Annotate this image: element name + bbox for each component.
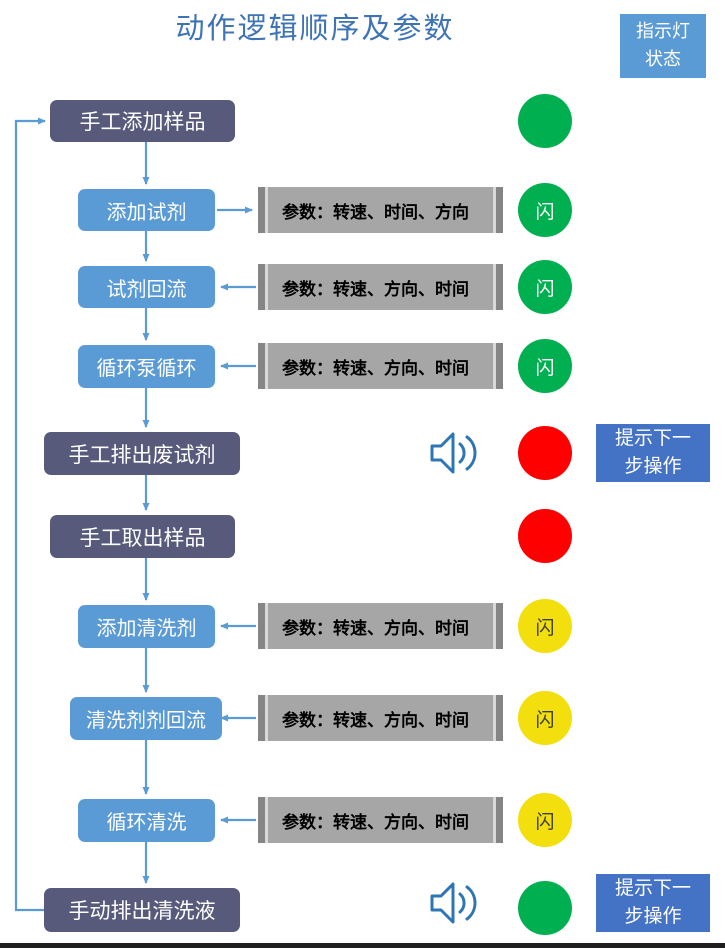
step-label: 手动排出清洗液 <box>68 899 216 923</box>
step-label: 试剂回流 <box>106 278 187 301</box>
speaker-icon <box>430 432 477 474</box>
flow-step-add-cleaner: 添加清洗剂 <box>78 605 215 648</box>
param-endcap-left <box>258 695 268 741</box>
step-label: 清洗剂剂回流 <box>86 710 206 732</box>
legend-line2: 状态 <box>645 49 681 69</box>
step-label: 添加试剂 <box>106 201 187 224</box>
param-endcap-left <box>258 343 268 389</box>
flow-step-manual-add-sample: 手工添加样品 <box>50 100 235 142</box>
indicator-light-10 <box>518 881 572 935</box>
param-box-add-cleaner: 参数：转速、方向、时间 <box>258 603 503 649</box>
param-text: 参数：转速、方向、时间 <box>282 618 469 638</box>
light-flash-label: 闪 <box>535 617 555 639</box>
flow-step-pump-circulate: 循环泵循环 <box>78 345 215 388</box>
indicator-light-7: 闪 <box>518 599 572 653</box>
flow-step-manual-remove-sample: 手工取出样品 <box>50 515 235 558</box>
indicator-legend-box: 指示灯 状态 <box>620 14 706 78</box>
legend-line1: 指示灯 <box>636 21 690 42</box>
light-flash-label: 闪 <box>535 811 555 833</box>
param-endcap-left <box>258 187 268 233</box>
step-label: 循环清洗 <box>106 812 187 834</box>
flow-step-add-reagent: 添加试剂 <box>78 189 215 231</box>
param-box-add-reagent: 参数：转速、时间、方向 <box>258 187 503 233</box>
param-endcap-right <box>493 187 503 233</box>
prompt-line2: 步操作 <box>624 456 682 477</box>
indicator-light-3: 闪 <box>518 260 572 314</box>
prompt-next-step-box-2: 提示下一 步操作 <box>596 874 710 932</box>
param-endcap-left <box>258 797 268 843</box>
speaker-icon <box>430 882 477 924</box>
param-endcap-left <box>258 264 268 310</box>
param-box-cleaner-reflux: 参数：转速、方向、时间 <box>258 695 503 741</box>
indicator-light-8: 闪 <box>518 691 572 745</box>
step-label: 添加清洗剂 <box>96 618 197 640</box>
light-flash-label: 闪 <box>535 201 555 223</box>
param-text: 参数：转速、方向、时间 <box>282 710 469 730</box>
light-flash-label: 闪 <box>535 357 555 379</box>
step-label: 循环泵循环 <box>96 358 197 380</box>
prompt-next-step-box-1: 提示下一 步操作 <box>596 424 710 482</box>
param-box-reagent-reflux: 参数：转速、方向、时间 <box>258 264 503 310</box>
light-flash-label: 闪 <box>535 709 555 731</box>
param-endcap-right <box>493 797 503 843</box>
indicator-light-6 <box>518 509 572 563</box>
feedback-loop-arrow <box>14 117 46 912</box>
param-endcap-right <box>493 603 503 649</box>
param-endcap-right <box>493 343 503 389</box>
bottom-border <box>0 943 725 948</box>
step-label: 手工取出样品 <box>79 525 206 550</box>
param-text: 参数：转速、时间、方向 <box>282 202 469 222</box>
param-box-cycle-clean: 参数：转速、方向、时间 <box>258 797 503 843</box>
page-title: 动作逻辑顺序及参数 <box>175 13 455 45</box>
prompt-line1: 提示下一 <box>614 428 691 450</box>
indicator-light-4: 闪 <box>518 339 572 393</box>
flow-step-manual-drain-waste: 手工排出废试剂 <box>44 432 240 475</box>
flow-step-reagent-reflux: 试剂回流 <box>78 266 215 308</box>
param-text: 参数：转速、方向、时间 <box>282 279 469 299</box>
step-label: 手工添加样品 <box>79 110 206 134</box>
flow-step-cleaner-reflux: 清洗剂剂回流 <box>70 697 222 740</box>
prompt-line1: 提示下一 <box>614 878 691 900</box>
prompt-line2: 步操作 <box>624 906 682 927</box>
param-box-pump-circulate: 参数：转速、方向、时间 <box>258 343 503 389</box>
step-label: 手工排出废试剂 <box>68 442 216 467</box>
flow-step-manual-drain-cleaning: 手动排出清洗液 <box>44 888 240 932</box>
light-flash-label: 闪 <box>535 278 555 300</box>
param-text: 参数：转速、方向、时间 <box>282 358 469 378</box>
indicator-light-1 <box>518 94 572 148</box>
param-text: 参数：转速、方向、时间 <box>282 812 469 832</box>
param-endcap-right <box>493 264 503 310</box>
indicator-light-9: 闪 <box>518 793 572 847</box>
indicator-light-2: 闪 <box>518 183 572 237</box>
param-endcap-right <box>493 695 503 741</box>
flow-step-cycle-clean: 循环清洗 <box>78 799 215 842</box>
indicator-light-5 <box>518 426 572 480</box>
param-endcap-left <box>258 603 268 649</box>
